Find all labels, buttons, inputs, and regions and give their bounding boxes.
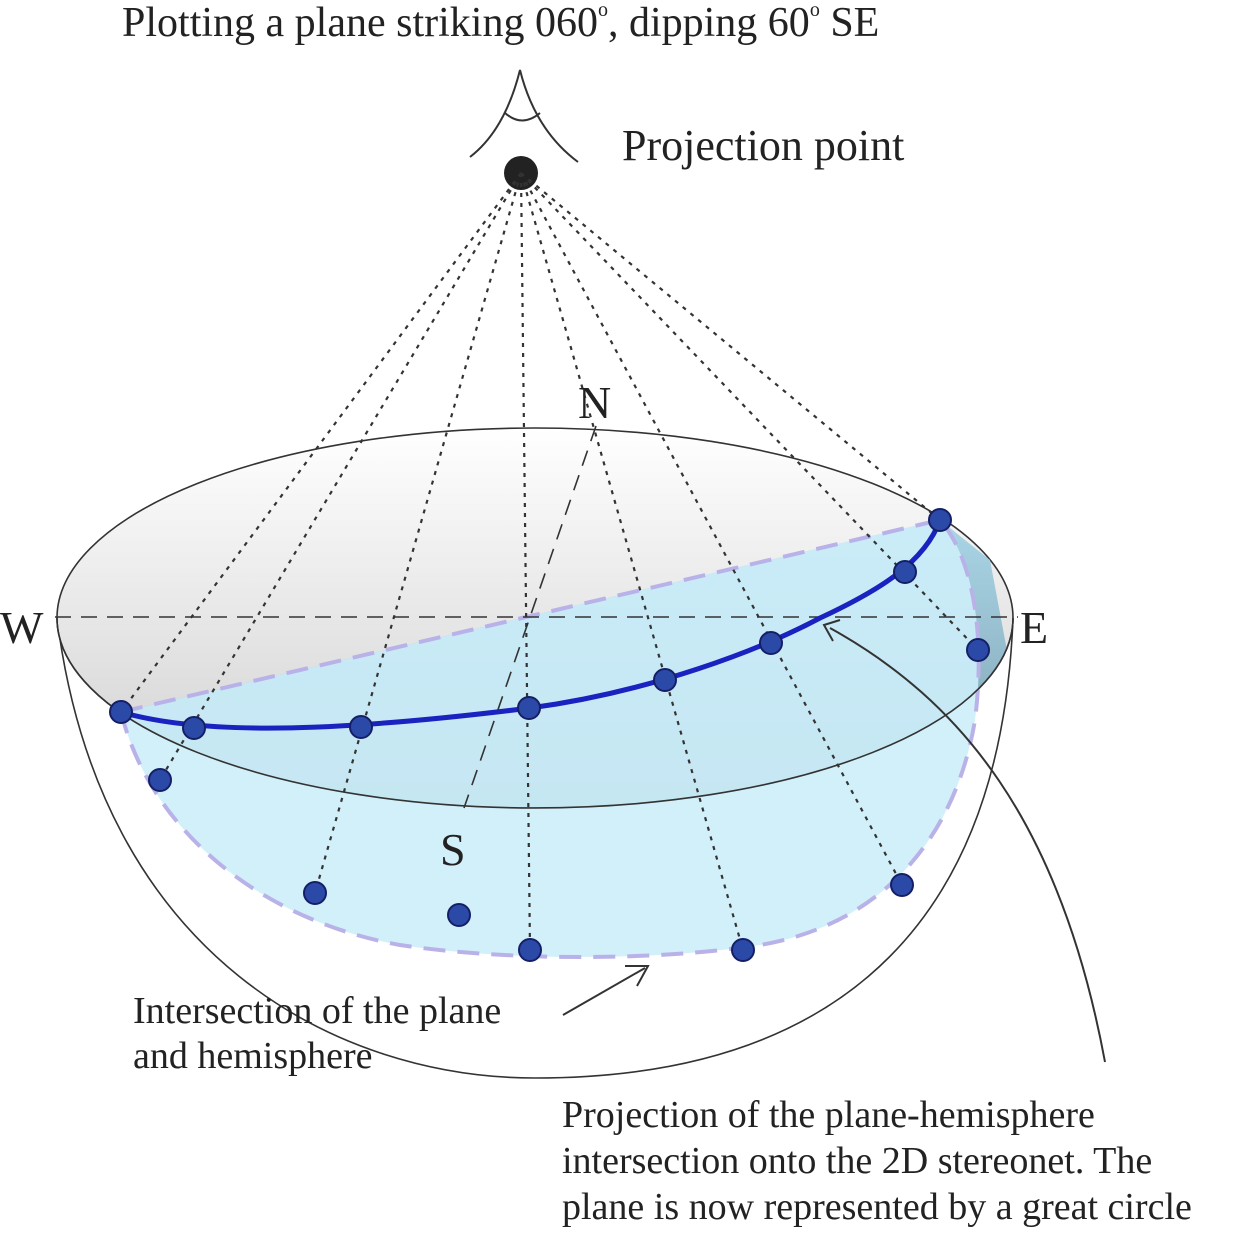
hemisphere-bowl [56, 617, 1014, 1079]
projection-label-line-2: intersection onto the 2D stereonet. The [562, 1140, 1152, 1182]
east-label: E [1020, 602, 1048, 653]
great-circle-leader-arrow [822, 619, 1106, 1063]
point-intersection-3 [447, 903, 471, 927]
plane-hemisphere-intersection [119, 518, 981, 959]
intersection-label-line-2: and hemisphere [133, 1035, 373, 1077]
projection-label-line-1: Projection of the plane-hemisphere [562, 1094, 1095, 1136]
point-intersection-4 [518, 938, 542, 962]
projection-point-label: Projection point [622, 121, 904, 170]
point-intersection-5 [731, 938, 755, 962]
west-label: W [0, 602, 44, 653]
plane-strike-edge [120, 518, 941, 714]
diagram-title: Plotting a plane striking 060o, dipping … [122, 0, 879, 46]
great-circle-points [109, 508, 952, 740]
point-great-circle-8 [928, 508, 952, 532]
point-great-circle-5 [653, 668, 677, 692]
point-great-circle-3 [349, 715, 373, 739]
point-intersection-6 [890, 873, 914, 897]
intersection-label-line-1: Intersection of the plane [133, 990, 501, 1032]
point-great-circle-6 [759, 631, 783, 655]
north-south-axis [463, 425, 597, 809]
point-intersection-7 [966, 638, 990, 662]
point-intersection-1 [148, 768, 172, 792]
point-great-circle-1 [109, 700, 133, 724]
intersection-arrow [562, 965, 650, 1016]
eye-icon [469, 69, 579, 163]
point-great-circle-7 [893, 560, 917, 584]
south-label: S [440, 824, 466, 875]
great-circle-curve [120, 519, 943, 731]
north-label: N [578, 377, 611, 428]
intersection-points [148, 638, 990, 962]
projection-label-line-3: plane is now represented by a great circ… [562, 1186, 1192, 1228]
point-intersection-2 [303, 881, 327, 905]
point-great-circle-2 [182, 716, 206, 740]
point-great-circle-4 [517, 696, 541, 720]
